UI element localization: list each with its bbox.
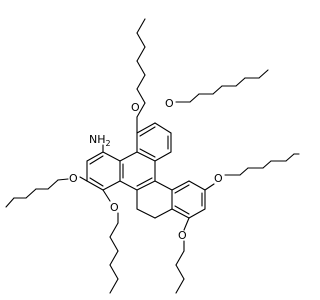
oxygen-label-left: O — [69, 172, 78, 185]
amine-label: NH2 — [89, 133, 111, 148]
heptyl-chain-top-right — [175, 69, 269, 103]
heptyl-chain-top-left — [136, 18, 146, 134]
oxygen-label-right: O — [214, 172, 223, 185]
heptyl-chain-left — [5, 176, 88, 208]
oxygen-label-top-left: O — [131, 101, 140, 114]
heptyl-chain-bottom-left — [102, 189, 119, 294]
oxygen-label-bottom-right: O — [178, 229, 187, 242]
triphenylene-core — [86, 122, 206, 219]
heptyl-chain-right — [204, 153, 300, 191]
chemical-structure-diagram: O O NH2 O O O O — [5, 18, 300, 294]
oxygen-label-top-right: O — [165, 97, 174, 110]
heptyl-chain-bottom-right — [175, 217, 190, 294]
oxygen-label-bottom-left: O — [110, 201, 119, 214]
